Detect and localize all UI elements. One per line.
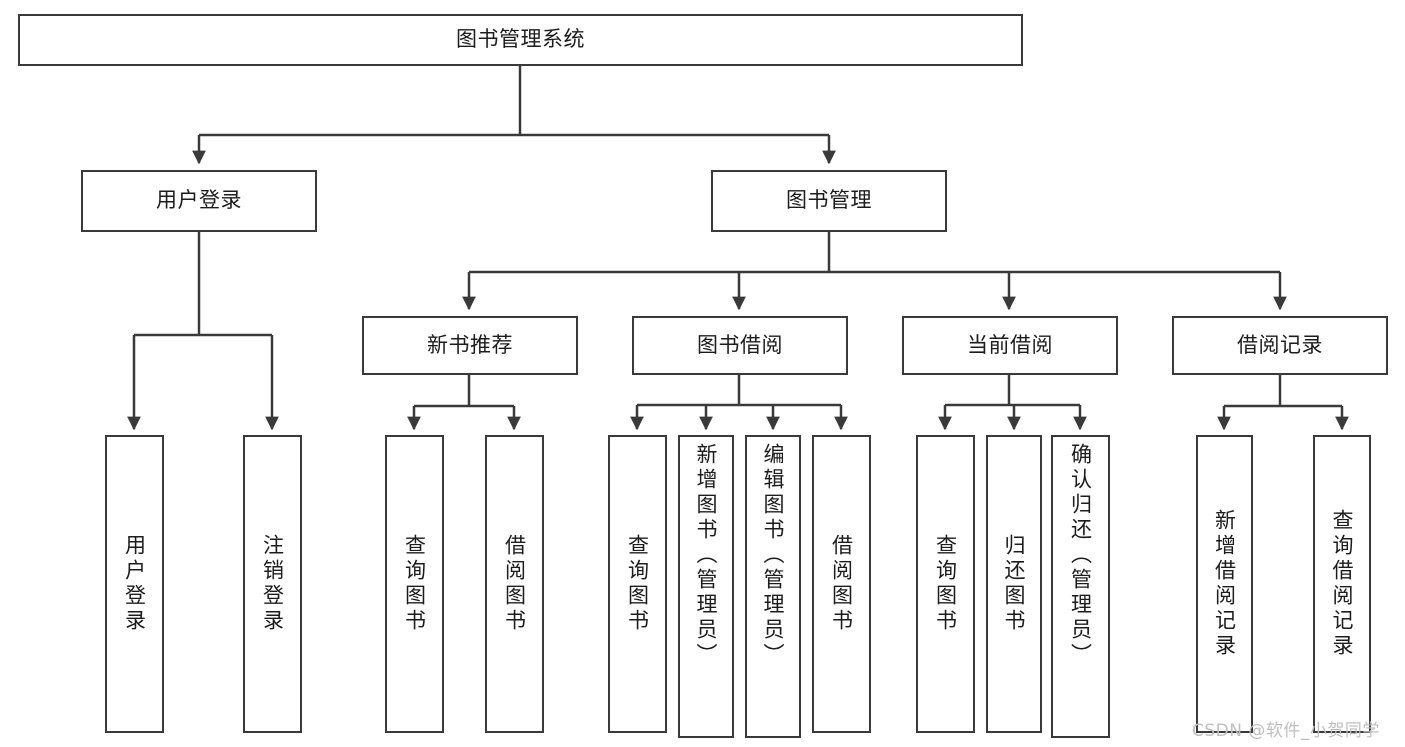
node-label: 查询借阅记录 [1330, 509, 1355, 659]
node-leaf-logout-login[interactable]: 注销登录 [243, 435, 302, 733]
node-label: 新增借阅记录 [1212, 509, 1237, 659]
node-leaf-return-book[interactable]: 归还图书 [986, 435, 1042, 733]
node-leaf-query-book-1[interactable]: 查询图书 [385, 435, 444, 733]
node-leaf-query-book-2[interactable]: 查询图书 [608, 435, 667, 733]
node-label: 新书推荐 [427, 332, 513, 357]
node-leaf-edit-book-admin[interactable]: 编辑图书（管理员） [745, 435, 801, 738]
node-label: 图书管理 [786, 188, 872, 213]
node-label: 用户登录 [122, 534, 147, 634]
node-label: 查询图书 [933, 534, 958, 634]
node-label: 图书借阅 [697, 332, 783, 357]
node-label: 用户登录 [156, 188, 242, 213]
node-label: 归还图书 [1002, 534, 1027, 634]
node-label: 确认归还（管理员） [1068, 443, 1093, 668]
node-book-borrow[interactable]: 图书借阅 [632, 316, 848, 375]
node-user-login[interactable]: 用户登录 [81, 170, 317, 232]
node-label: 注销登录 [260, 534, 285, 634]
node-leaf-add-book-admin[interactable]: 新增图书（管理员） [678, 435, 734, 738]
node-label: 查询图书 [402, 534, 427, 634]
csdn-watermark: CSDN @软件_小贺同学 [1192, 721, 1380, 741]
node-label: 借阅记录 [1237, 332, 1323, 357]
node-label: 新增图书（管理员） [694, 443, 719, 668]
node-current-borrow[interactable]: 当前借阅 [902, 316, 1118, 375]
node-leaf-query-borrow-record[interactable]: 查询借阅记录 [1313, 435, 1371, 733]
node-label: 编辑图书（管理员） [761, 443, 786, 668]
node-leaf-user-login[interactable]: 用户登录 [105, 435, 164, 733]
node-label: 图书管理系统 [456, 27, 585, 52]
node-leaf-borrow-book-2[interactable]: 借阅图书 [812, 435, 871, 733]
node-leaf-query-book-3[interactable]: 查询图书 [916, 435, 975, 733]
node-label: 借阅图书 [502, 534, 527, 634]
node-book-management[interactable]: 图书管理 [711, 170, 947, 232]
node-book-management-system[interactable]: 图书管理系统 [18, 14, 1023, 66]
node-leaf-add-borrow-record[interactable]: 新增借阅记录 [1196, 435, 1253, 733]
node-leaf-borrow-book-1[interactable]: 借阅图书 [485, 435, 544, 733]
node-new-book-recommend[interactable]: 新书推荐 [362, 316, 578, 375]
node-label: 当前借阅 [967, 332, 1053, 357]
node-label: 查询图书 [625, 534, 650, 634]
node-leaf-confirm-return[interactable]: 确认归还（管理员） [1051, 435, 1110, 738]
node-borrow-record[interactable]: 借阅记录 [1172, 316, 1388, 375]
node-label: 借阅图书 [829, 534, 854, 634]
